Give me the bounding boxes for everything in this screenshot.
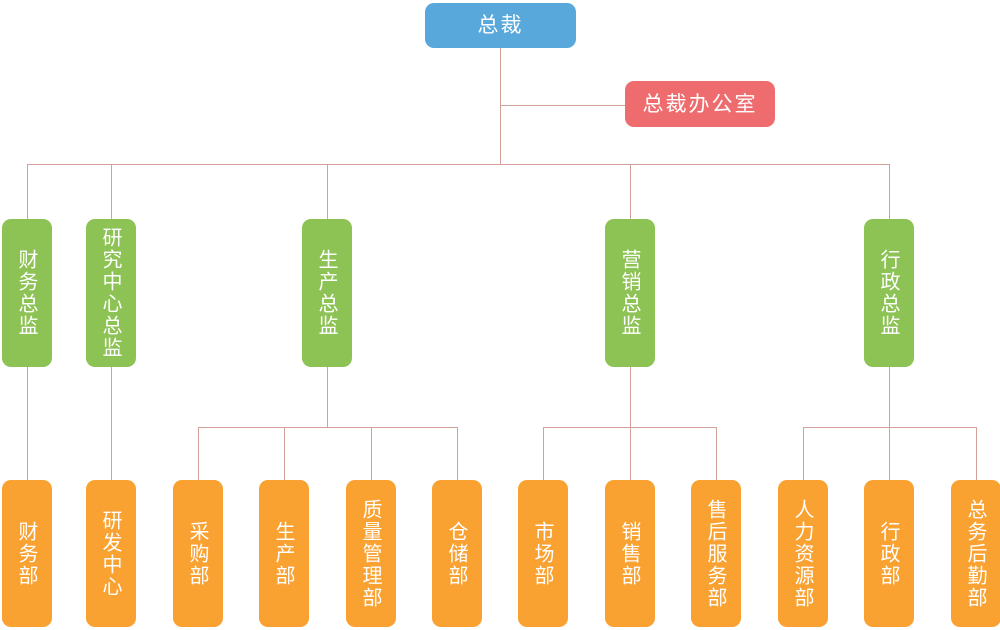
node-market-dept-label: 市场部 — [531, 520, 555, 587]
node-president: 总裁 — [425, 3, 576, 48]
connector-rd-center — [111, 367, 112, 480]
node-finance-dept-label: 财务部 — [15, 520, 39, 587]
connector-drop-admin-director — [889, 164, 890, 219]
connector-production-bus — [198, 427, 457, 428]
node-warehouse-dept-label: 仓储部 — [445, 520, 469, 587]
connector-staff-branch — [500, 105, 625, 106]
connector-drop-production — [284, 427, 285, 480]
node-rd-center: 研发中心 — [86, 480, 136, 627]
connector-drop-finance-director — [27, 164, 28, 219]
node-purchasing-dept-label: 采购部 — [186, 520, 210, 587]
node-production-director-label: 生产总监 — [315, 249, 339, 337]
node-rd-center-label: 研发中心 — [99, 509, 123, 598]
node-quality-mgmt-dept: 质量管理部 — [346, 480, 396, 627]
node-research-center-director-label: 研究中心总监 — [99, 227, 123, 359]
node-after-sales-dept: 售后服务部 — [691, 480, 741, 627]
node-hr-dept-label: 人力资源部 — [791, 498, 815, 609]
connector-drop-sales — [630, 427, 631, 480]
node-admin-director-label: 行政总监 — [877, 249, 901, 337]
node-finance-dept: 财务部 — [2, 480, 52, 627]
node-quality-mgmt-dept-label: 质量管理部 — [359, 498, 383, 609]
connector-drop-admin-dept — [889, 427, 890, 480]
node-production-director: 生产总监 — [302, 219, 352, 367]
node-research-center-director: 研究中心总监 — [86, 219, 136, 367]
node-sales-dept-label: 销售部 — [618, 520, 642, 587]
node-after-sales-dept-label: 售后服务部 — [704, 498, 728, 609]
connector-production-stem — [327, 367, 328, 427]
node-production-dept: 生产部 — [259, 480, 309, 627]
node-president-office-label: 总裁办公室 — [642, 91, 758, 116]
connector-drop-production-director — [327, 164, 328, 219]
connector-drop-marketing-director — [630, 164, 631, 219]
connector-drop-after-sales — [716, 427, 717, 480]
connector-drop-general-affairs — [976, 427, 977, 480]
node-admin-director: 行政总监 — [864, 219, 914, 367]
node-president-label: 总裁 — [477, 13, 524, 37]
node-admin-dept: 行政部 — [864, 480, 914, 627]
node-admin-dept-label: 行政部 — [877, 520, 901, 587]
connector-level1-bus — [27, 164, 889, 165]
node-finance-director-label: 财务总监 — [15, 249, 39, 337]
node-finance-director: 财务总监 — [2, 219, 52, 367]
node-general-affairs-dept-label: 总务后勤部 — [964, 498, 988, 609]
node-president-office: 总裁办公室 — [625, 81, 775, 127]
node-warehouse-dept: 仓储部 — [432, 480, 482, 627]
node-market-dept: 市场部 — [518, 480, 568, 627]
node-production-dept-label: 生产部 — [272, 520, 296, 587]
connector-drop-purchasing — [198, 427, 199, 480]
node-marketing-director: 营销总监 — [605, 219, 655, 367]
connector-drop-warehouse — [457, 427, 458, 480]
connector-drop-quality — [371, 427, 372, 480]
node-hr-dept: 人力资源部 — [778, 480, 828, 627]
node-sales-dept: 销售部 — [605, 480, 655, 627]
connector-admin-stem — [889, 367, 890, 427]
connector-root-stem — [500, 48, 501, 164]
connector-drop-market — [543, 427, 544, 480]
node-marketing-director-label: 营销总监 — [618, 249, 642, 337]
connector-drop-hr — [803, 427, 804, 480]
connector-drop-research-director — [111, 164, 112, 219]
node-purchasing-dept: 采购部 — [173, 480, 223, 627]
connector-marketing-bus — [543, 427, 716, 428]
connector-marketing-stem — [630, 367, 631, 427]
connector-finance-dept — [27, 367, 28, 480]
node-general-affairs-dept: 总务后勤部 — [951, 480, 1000, 627]
